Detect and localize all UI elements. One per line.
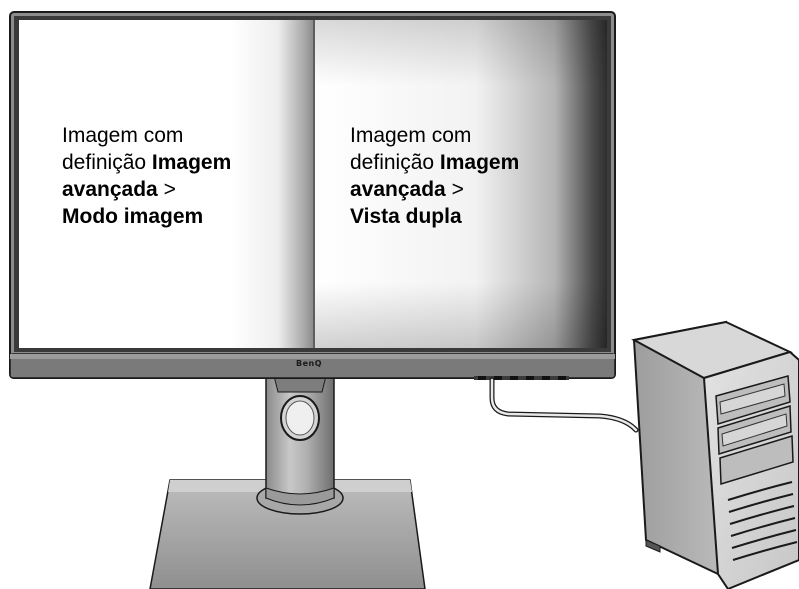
cable-icon [489,377,639,433]
left-line-4-bold: Modo imagem [62,205,204,228]
left-line-2-bold: Imagem [151,151,232,174]
left-line-2: definição Imagem [62,149,292,176]
screen [19,20,607,348]
monitor-control-buttons [474,376,569,380]
left-line-2-prefix: definição [62,151,152,174]
left-screen-panel [19,20,313,348]
left-line-1: Imagem com [62,124,184,147]
monitor-stand-icon [149,375,426,589]
right-line-3-bold: avançada [350,178,446,201]
right-line-2-bold: Imagem [439,151,520,174]
right-line-2-prefix: definição [350,151,440,174]
right-line-3: avançada > [350,176,590,203]
right-line-1: Imagem com [350,124,472,147]
right-line-4: Vista dupla [350,203,590,230]
left-panel-caption: Imagem com definição Imagem avançada > M… [62,122,292,230]
left-line-3-bold: avançada [62,178,158,201]
left-line-3: avançada > [62,176,292,203]
right-line-4-bold: Vista dupla [350,205,462,228]
right-line-3-suffix: > [445,178,464,201]
right-line-2: definição Imagem [350,149,590,176]
desktop-tower-icon [631,320,799,589]
brand-logo: BenQ [296,359,323,368]
left-line-4: Modo imagem [62,203,292,230]
right-panel-caption: Imagem com definição Imagem avançada > V… [350,122,590,230]
left-line-3-suffix: > [157,178,176,201]
